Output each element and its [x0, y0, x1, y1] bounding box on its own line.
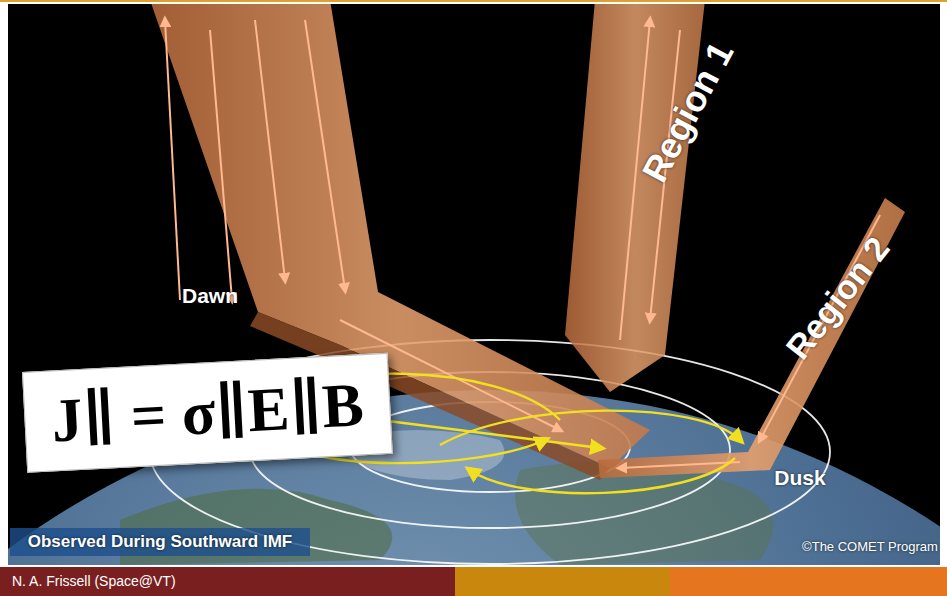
current-sheet	[565, 4, 705, 392]
top-rule	[0, 0, 947, 2]
footer-segment	[670, 567, 947, 596]
local-time-label: Dawn	[182, 284, 238, 308]
footer-segment	[0, 567, 455, 596]
land-mass	[515, 462, 773, 565]
local-time-label: Dusk	[774, 466, 825, 490]
condition-caption: Observed During Southward IMF	[28, 532, 292, 552]
equation-box: J∥ = σ∥E∥B	[22, 353, 393, 473]
author-credit: N. A. Frissell (Space@VT)	[12, 573, 176, 589]
equation-text: J∥ = σ∥E∥B	[50, 369, 365, 457]
copyright-note: ©The COMET Program	[802, 539, 938, 554]
footer-segment	[455, 567, 670, 596]
footer-band: N. A. Frissell (Space@VT)	[0, 567, 455, 596]
caption-ground	[10, 528, 310, 556]
current-sheet	[598, 198, 905, 478]
